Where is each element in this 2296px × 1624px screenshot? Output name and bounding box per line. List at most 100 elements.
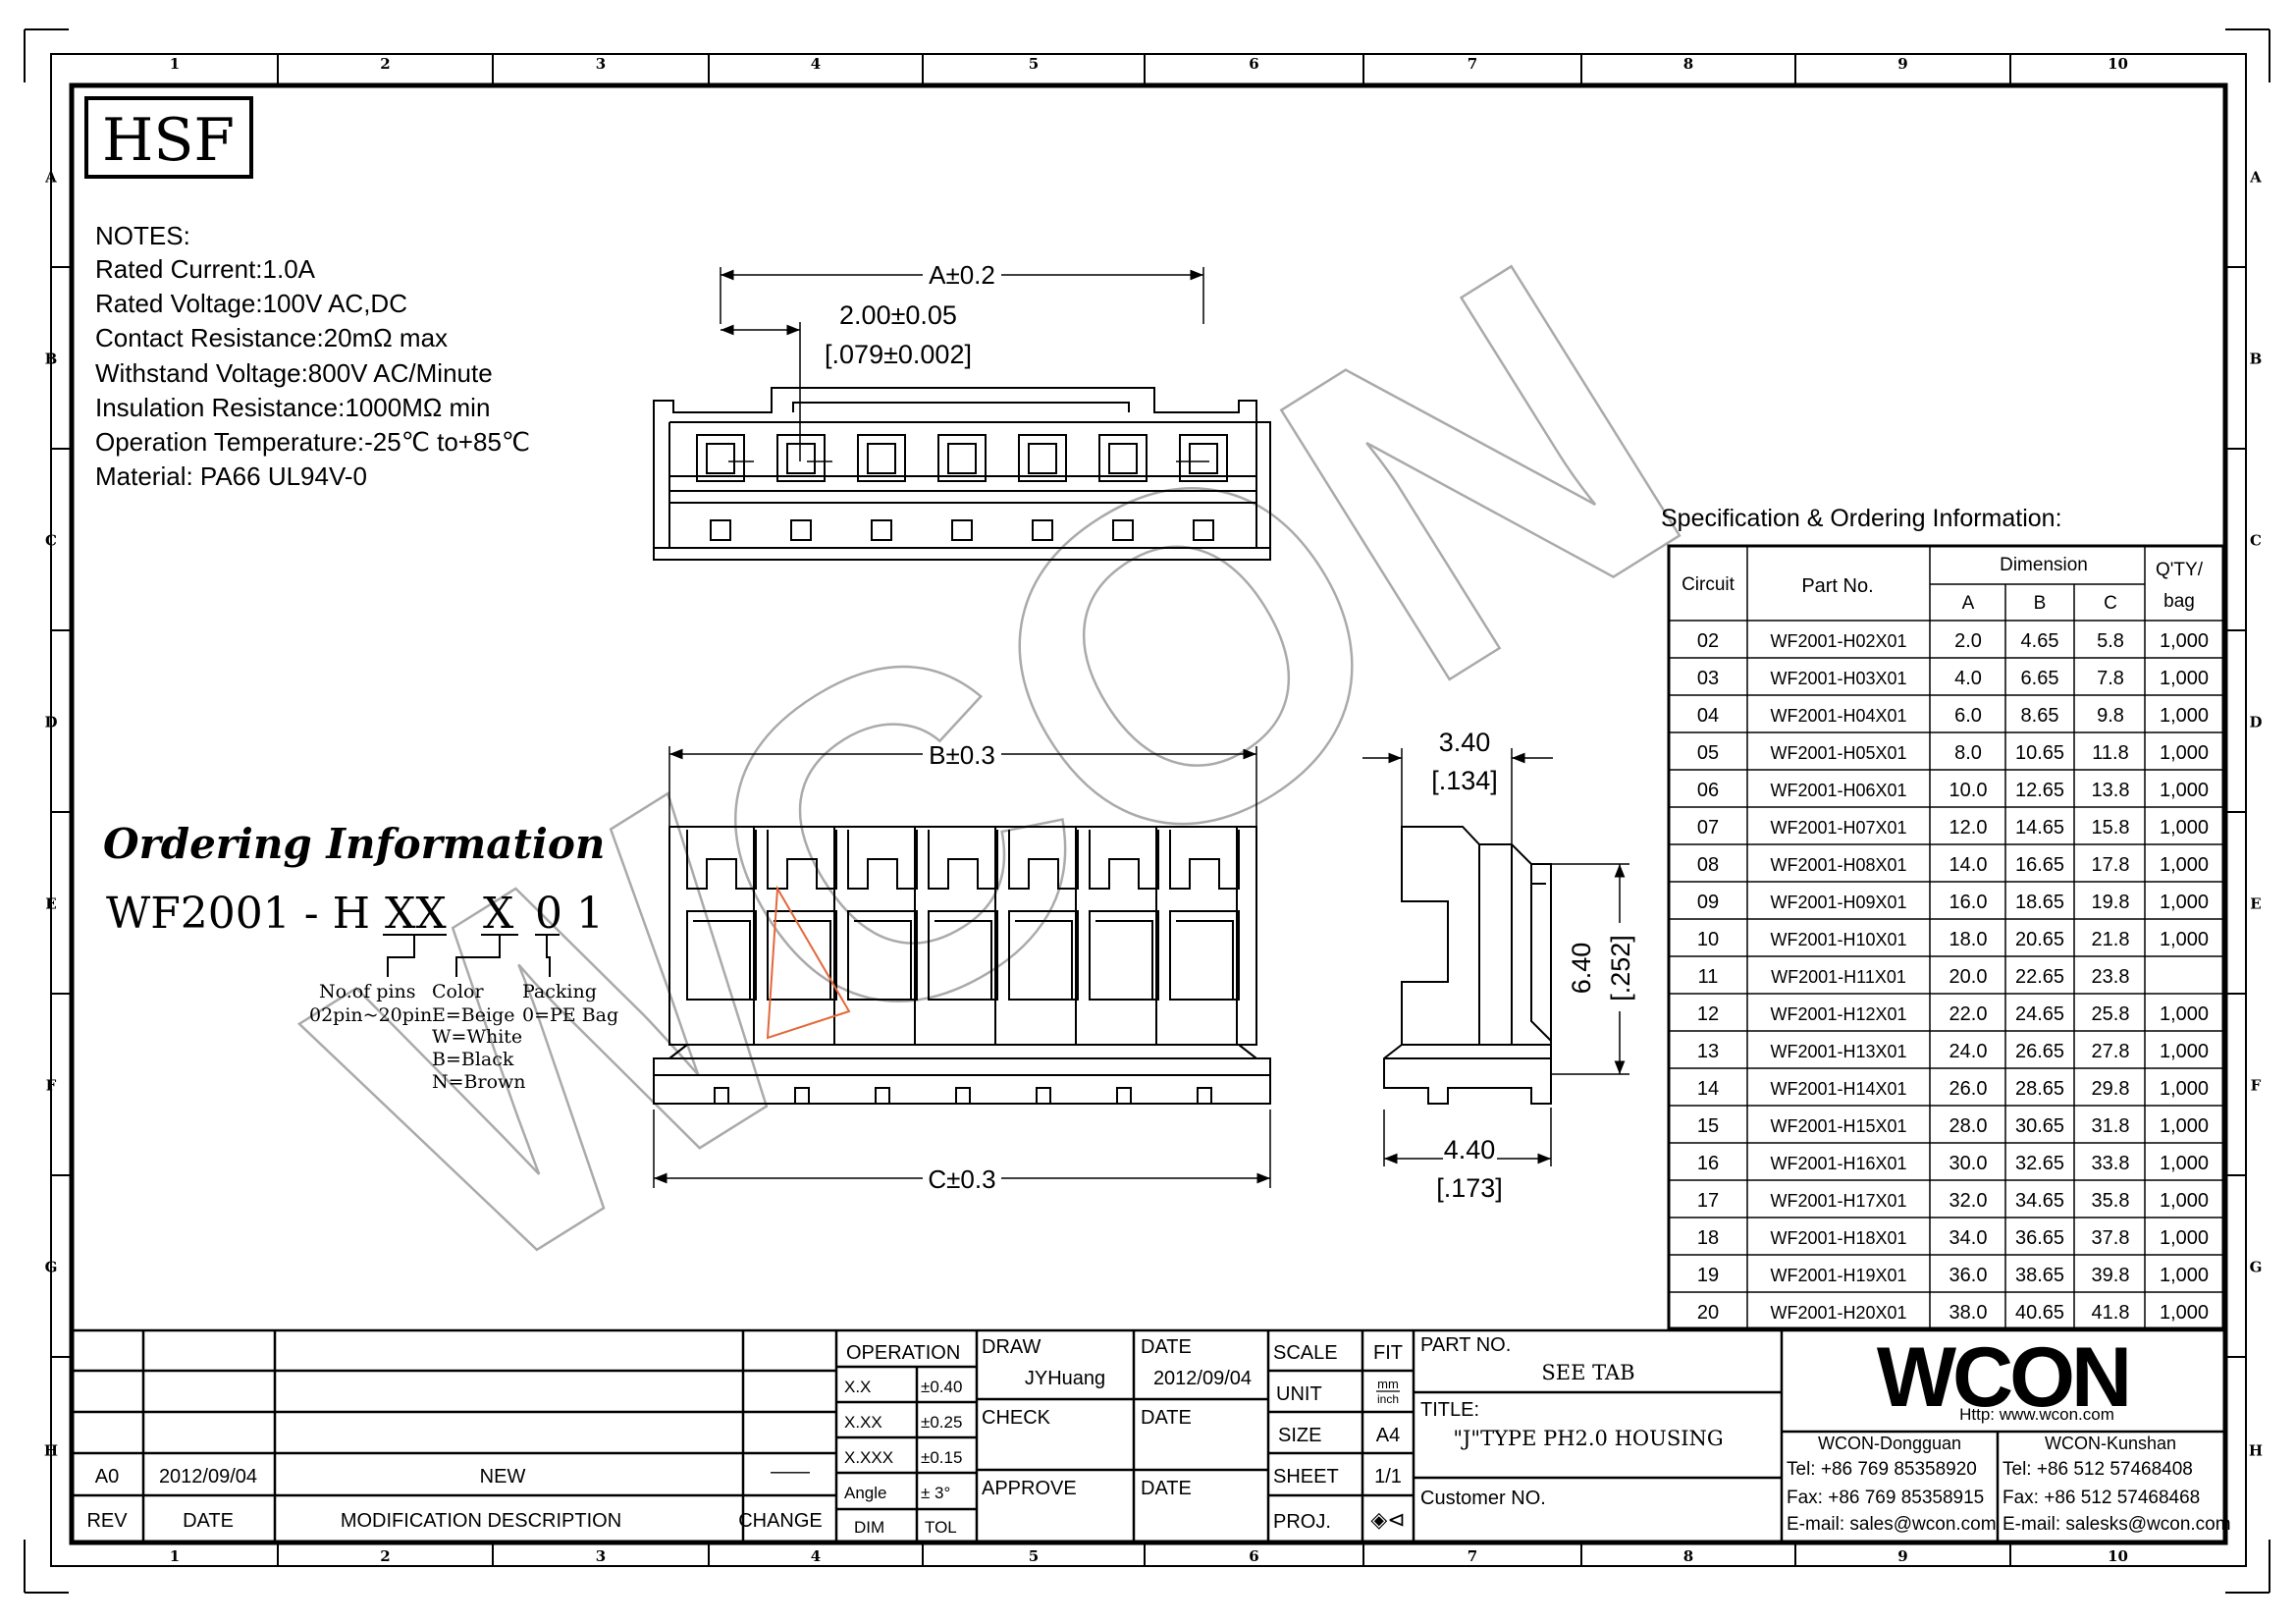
- spec-cell: 12.65: [2015, 780, 2064, 801]
- spec-cell: 12.0: [1949, 817, 1988, 839]
- spec-cell: 1,000: [2160, 1190, 2209, 1212]
- spec-cell: 10: [1697, 929, 1719, 950]
- spec-cell: 38.0: [1949, 1302, 1988, 1324]
- tol-value: ±0.25: [921, 1413, 962, 1432]
- header-b: B: [2034, 593, 2047, 614]
- grid-col-label: 7: [1468, 1547, 1477, 1565]
- grid-row-label: B: [2250, 351, 2263, 368]
- grid-col-label: 1: [170, 55, 180, 73]
- dongguan-fax: Fax: +86 769 85358915: [1787, 1488, 1984, 1508]
- spec-cell: 27.8: [2092, 1041, 2130, 1062]
- color-option: N=Brown: [432, 1071, 526, 1093]
- dim-width-bottom: 4.40: [1444, 1135, 1496, 1164]
- spec-cell: 15.8: [2092, 817, 2130, 839]
- part-no-value: SEE TAB: [1541, 1361, 1634, 1384]
- outer-frame: [50, 53, 2247, 1567]
- grid-col-label: 3: [596, 55, 606, 73]
- spec-cell: 20: [1697, 1302, 1719, 1324]
- ordering-code-packing: 0 1: [535, 889, 604, 939]
- spec-cell: WF2001-H20X01: [1770, 1303, 1906, 1323]
- color-option: E=Beige: [432, 1004, 514, 1026]
- sheet-value: 1/1: [1374, 1466, 1402, 1488]
- spec-cell: 1,000: [2160, 780, 2209, 801]
- spec-cell: WF2001-H07X01: [1770, 818, 1906, 838]
- grid-row-label: D: [44, 714, 57, 731]
- kunshan-fax: Fax: +86 512 57468468: [2002, 1488, 2200, 1508]
- header-qty: Q'TY/: [2156, 560, 2204, 580]
- grid-col-label: 4: [811, 1547, 821, 1565]
- date-label: DATE: [183, 1510, 234, 1532]
- spec-cell: WF2001-H14X01: [1770, 1079, 1906, 1099]
- spec-cell: 16: [1697, 1153, 1719, 1174]
- spec-cell: 1,000: [2160, 854, 2209, 876]
- watermark-text: WCON: [246, 165, 1758, 1377]
- spec-cell: 1,000: [2160, 668, 2209, 689]
- dim-width-top: 3.40: [1439, 728, 1491, 757]
- spec-cell: 24.65: [2015, 1003, 2064, 1025]
- spec-cell: 2.0: [1954, 630, 1982, 652]
- grid-row-label: G: [2250, 1259, 2263, 1276]
- spec-cell: 4.0: [1954, 668, 1982, 689]
- spec-cell: 29.8: [2092, 1078, 2130, 1100]
- front-view-dimensions: [653, 746, 1271, 1188]
- dongguan-email: E-mail: sales@wcon.com: [1787, 1514, 1997, 1535]
- spec-cell: 32.65: [2015, 1153, 2064, 1174]
- kunshan-tel: Tel: +86 512 57468408: [2002, 1459, 2193, 1480]
- dim-width-bottom-inch: [.173]: [1436, 1173, 1503, 1203]
- note-line: Material: PA66 UL94V-0: [95, 461, 367, 491]
- proj-symbol-icon: ◈⊲: [1370, 1507, 1405, 1532]
- spec-cell: 36.0: [1949, 1265, 1988, 1286]
- grid-row-label: F: [2251, 1077, 2262, 1095]
- spec-cell: 9.8: [2097, 705, 2124, 727]
- grid-row-label: A: [2249, 169, 2262, 187]
- packing-value: 0=PE Bag: [522, 1004, 618, 1026]
- grid-row-label: H: [2249, 1442, 2263, 1460]
- approve-date-label: DATE: [1141, 1478, 1192, 1499]
- grid-row-label: A: [44, 169, 57, 187]
- spec-cell: 16.0: [1949, 892, 1988, 913]
- unit-inch: inch: [1377, 1392, 1399, 1406]
- scale-value: FIT: [1373, 1342, 1403, 1364]
- draw-name: JYHuang: [1025, 1368, 1105, 1389]
- spec-cell: 26.0: [1949, 1078, 1988, 1100]
- tol-label: TOL: [925, 1518, 957, 1537]
- rev-description: NEW: [480, 1466, 526, 1488]
- spec-cell: 26.65: [2015, 1041, 2064, 1062]
- spec-cell: 15: [1697, 1115, 1719, 1137]
- spec-cell: 1,000: [2160, 817, 2209, 839]
- ordering-code-pins: XX: [385, 889, 447, 939]
- title-block: REV DATE MODIFICATION DESCRIPTION CHANGE…: [72, 1328, 2231, 1543]
- spec-cell: 10.65: [2015, 742, 2064, 764]
- note-line: Contact Resistance:20mΩ max: [95, 323, 448, 352]
- spec-cell: 34.0: [1949, 1227, 1988, 1249]
- grid-col-label: 1: [170, 1547, 180, 1565]
- grid-col-label: 2: [380, 55, 390, 73]
- spec-cell: 31.8: [2092, 1115, 2130, 1137]
- grid-col-label: 3: [596, 1547, 606, 1565]
- spec-cell: 4.65: [2021, 630, 2059, 652]
- spec-cell: 1,000: [2160, 1115, 2209, 1137]
- grid-col-label: 9: [1897, 1547, 1907, 1565]
- spec-cell: 1,000: [2160, 742, 2209, 764]
- spec-cell: 39.8: [2092, 1265, 2130, 1286]
- dim-c: C±0.3: [928, 1164, 995, 1194]
- spec-cell: WF2001-H15X01: [1770, 1116, 1906, 1136]
- dim-a: A±0.2: [929, 260, 995, 290]
- note-line: Rated Voltage:100V AC,DC: [95, 289, 407, 318]
- top-view-dimensions: [720, 267, 1204, 461]
- spec-cell: 1,000: [2160, 630, 2209, 652]
- spec-cell: 19: [1697, 1265, 1719, 1286]
- spec-cell: WF2001-H04X01: [1770, 706, 1906, 726]
- part-no-label: PART NO.: [1420, 1334, 1511, 1356]
- ordering-prefix: WF2001 - H: [106, 889, 370, 939]
- spec-cell: WF2001-H08X01: [1770, 855, 1906, 875]
- kunshan-name: WCON-Kunshan: [2045, 1434, 2176, 1453]
- header-qty-bag: bag: [2163, 591, 2195, 612]
- unit-label: UNIT: [1276, 1383, 1322, 1405]
- grid-col-label: 7: [1468, 55, 1477, 73]
- spec-cell: 08: [1697, 854, 1719, 876]
- unit-mm: mm: [1377, 1377, 1399, 1391]
- spec-cell: 6.65: [2021, 668, 2059, 689]
- tol-key: X.XX: [844, 1413, 882, 1432]
- dim-height: 6.40: [1567, 943, 1596, 995]
